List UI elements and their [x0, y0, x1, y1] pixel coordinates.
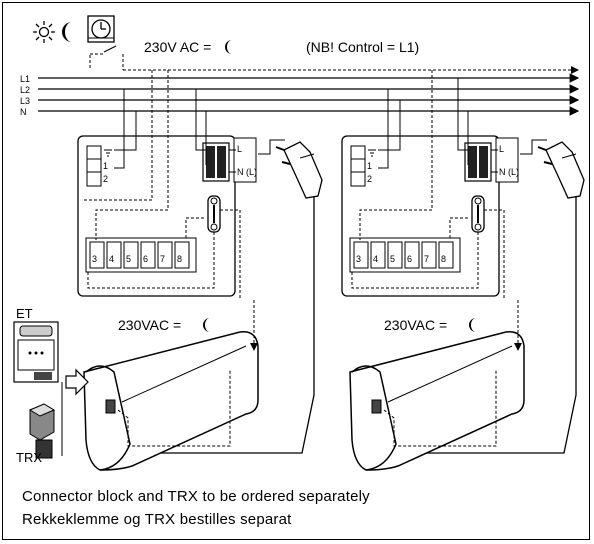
terminal-1-label: 1 [103, 161, 108, 171]
control-note: (NB! Control = L1) [306, 39, 419, 55]
connector-3-right: 3 [356, 254, 361, 264]
heater-voltage-label-right: 230VAC = [384, 317, 447, 333]
bus-lines [38, 66, 580, 116]
thermostat-unit-left: 1 2 [77, 135, 236, 297]
connector-8-right: 8 [441, 254, 446, 264]
connector-5-left: 5 [126, 254, 131, 264]
wiring-left [114, 89, 285, 173]
plug-terminal-l-left: L [237, 144, 242, 154]
plug-terminal-n-right: N (L) [499, 167, 519, 177]
plug-icon [537, 141, 585, 199]
moon-icon [225, 40, 232, 54]
et-label: ET [16, 306, 33, 321]
connector-3-left: 3 [92, 254, 97, 264]
connector-4-right: 4 [373, 254, 378, 264]
et-module-icon [13, 321, 59, 383]
trx-module-icon [28, 403, 56, 459]
connector-8-left: 8 [177, 254, 182, 264]
plug-terminal-n-left: N (L) [237, 167, 257, 177]
plug-terminal-l-right: L [499, 144, 504, 154]
heater-icon [83, 331, 259, 471]
connector-6-right: 6 [407, 254, 412, 264]
wiring-right [378, 78, 547, 173]
terminal-1-label: 1 [367, 161, 372, 171]
moon-icon [203, 318, 210, 332]
control-wiring-left [82, 70, 241, 300]
terminal-2-label: 2 [103, 174, 108, 184]
bus-label-l2: L2 [20, 85, 30, 95]
trx-label: TRX [16, 450, 42, 465]
moon-icon [62, 22, 72, 42]
connector-7-left: 7 [160, 254, 165, 264]
plug-terminal-box-left [233, 137, 257, 183]
timer-switch [89, 45, 124, 70]
clock-timer-icon [87, 15, 115, 43]
insert-arrow-icon [65, 368, 89, 396]
control-wiring-right [351, 70, 505, 300]
connector-7-right: 7 [424, 254, 429, 264]
caption-norwegian: Rekkeklemme og TRX bestilles separat [22, 511, 292, 528]
moon-icon [469, 318, 476, 332]
bus-label-n: N [20, 107, 27, 117]
diagram-frame [2, 2, 590, 540]
plug-icon [275, 141, 323, 199]
terminal-2-label: 2 [367, 174, 372, 184]
thermostat-unit-right: 1 2 [341, 135, 500, 297]
sun-icon [33, 21, 55, 43]
plug-terminal-box-right [495, 137, 519, 183]
connector-4-left: 4 [109, 254, 114, 264]
voltage-label: 230V AC = [144, 39, 211, 55]
bus-label-l1: L1 [20, 74, 30, 84]
caption-english: Connector block and TRX to be ordered se… [22, 488, 370, 505]
heater-voltage-label-left: 230VAC = [118, 317, 181, 333]
bus-label-l3: L3 [20, 96, 30, 106]
connector-6-left: 6 [143, 254, 148, 264]
heater-icon [349, 331, 525, 471]
connector-5-right: 5 [390, 254, 395, 264]
